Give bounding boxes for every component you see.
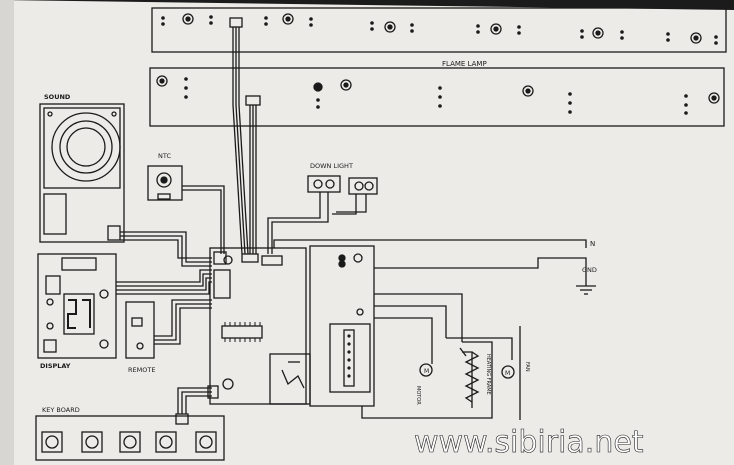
remote-label: REMOTE <box>128 366 155 374</box>
fan <box>501 365 515 379</box>
neutral-label: N <box>590 240 595 248</box>
display-harness <box>116 269 212 295</box>
keyboard-harness <box>177 387 212 414</box>
flame-lamp-sockets <box>156 75 720 104</box>
flame-lamp-terminals <box>184 77 688 115</box>
down-light-connector-right <box>348 177 378 195</box>
sound-speaker-box <box>39 103 125 243</box>
motor <box>419 363 433 377</box>
heating-frame-label: HEATING FRAME <box>485 354 491 395</box>
top-lamp-board <box>151 7 727 53</box>
key-board-label: KEY BOARD <box>42 406 80 414</box>
heating-element <box>464 351 480 403</box>
top-lamp-terminals <box>161 15 718 45</box>
sound-harness <box>120 231 212 267</box>
remote-harness <box>154 299 212 345</box>
lamp-harness <box>232 27 257 255</box>
paper-left-shadow <box>0 0 14 465</box>
display-board <box>37 253 117 359</box>
flame-lamp-board <box>149 67 725 127</box>
watermark-url: www.sibiria.net <box>414 425 644 460</box>
top-lamp-sockets <box>182 13 702 44</box>
svg-text:M: M <box>505 370 510 377</box>
keyboard-buttons <box>41 431 217 453</box>
svg-text:M: M <box>424 368 429 375</box>
remote-receiver <box>125 301 155 359</box>
ntc-label: NTC <box>158 152 171 160</box>
main-controller-board <box>209 247 307 405</box>
display-label: DISPLAY <box>40 362 71 370</box>
relay-board <box>309 245 375 407</box>
ntc-sensor <box>147 165 183 201</box>
flame-lamp-label: FLAME LAMP <box>442 60 487 68</box>
down-light-label: DOWN LIGHT <box>310 162 353 170</box>
fan-label: FAN <box>524 362 530 372</box>
down-light-connector-left <box>307 175 341 193</box>
switch-block <box>269 353 311 405</box>
speaker-cone-outer <box>51 112 121 182</box>
keyboard-board <box>35 415 225 461</box>
controller-ic <box>221 325 263 339</box>
motor-label: MOTOR <box>415 386 421 405</box>
ground-label: GND <box>582 266 597 274</box>
mains-wiring <box>273 239 596 420</box>
sound-label: SOUND <box>44 93 71 101</box>
